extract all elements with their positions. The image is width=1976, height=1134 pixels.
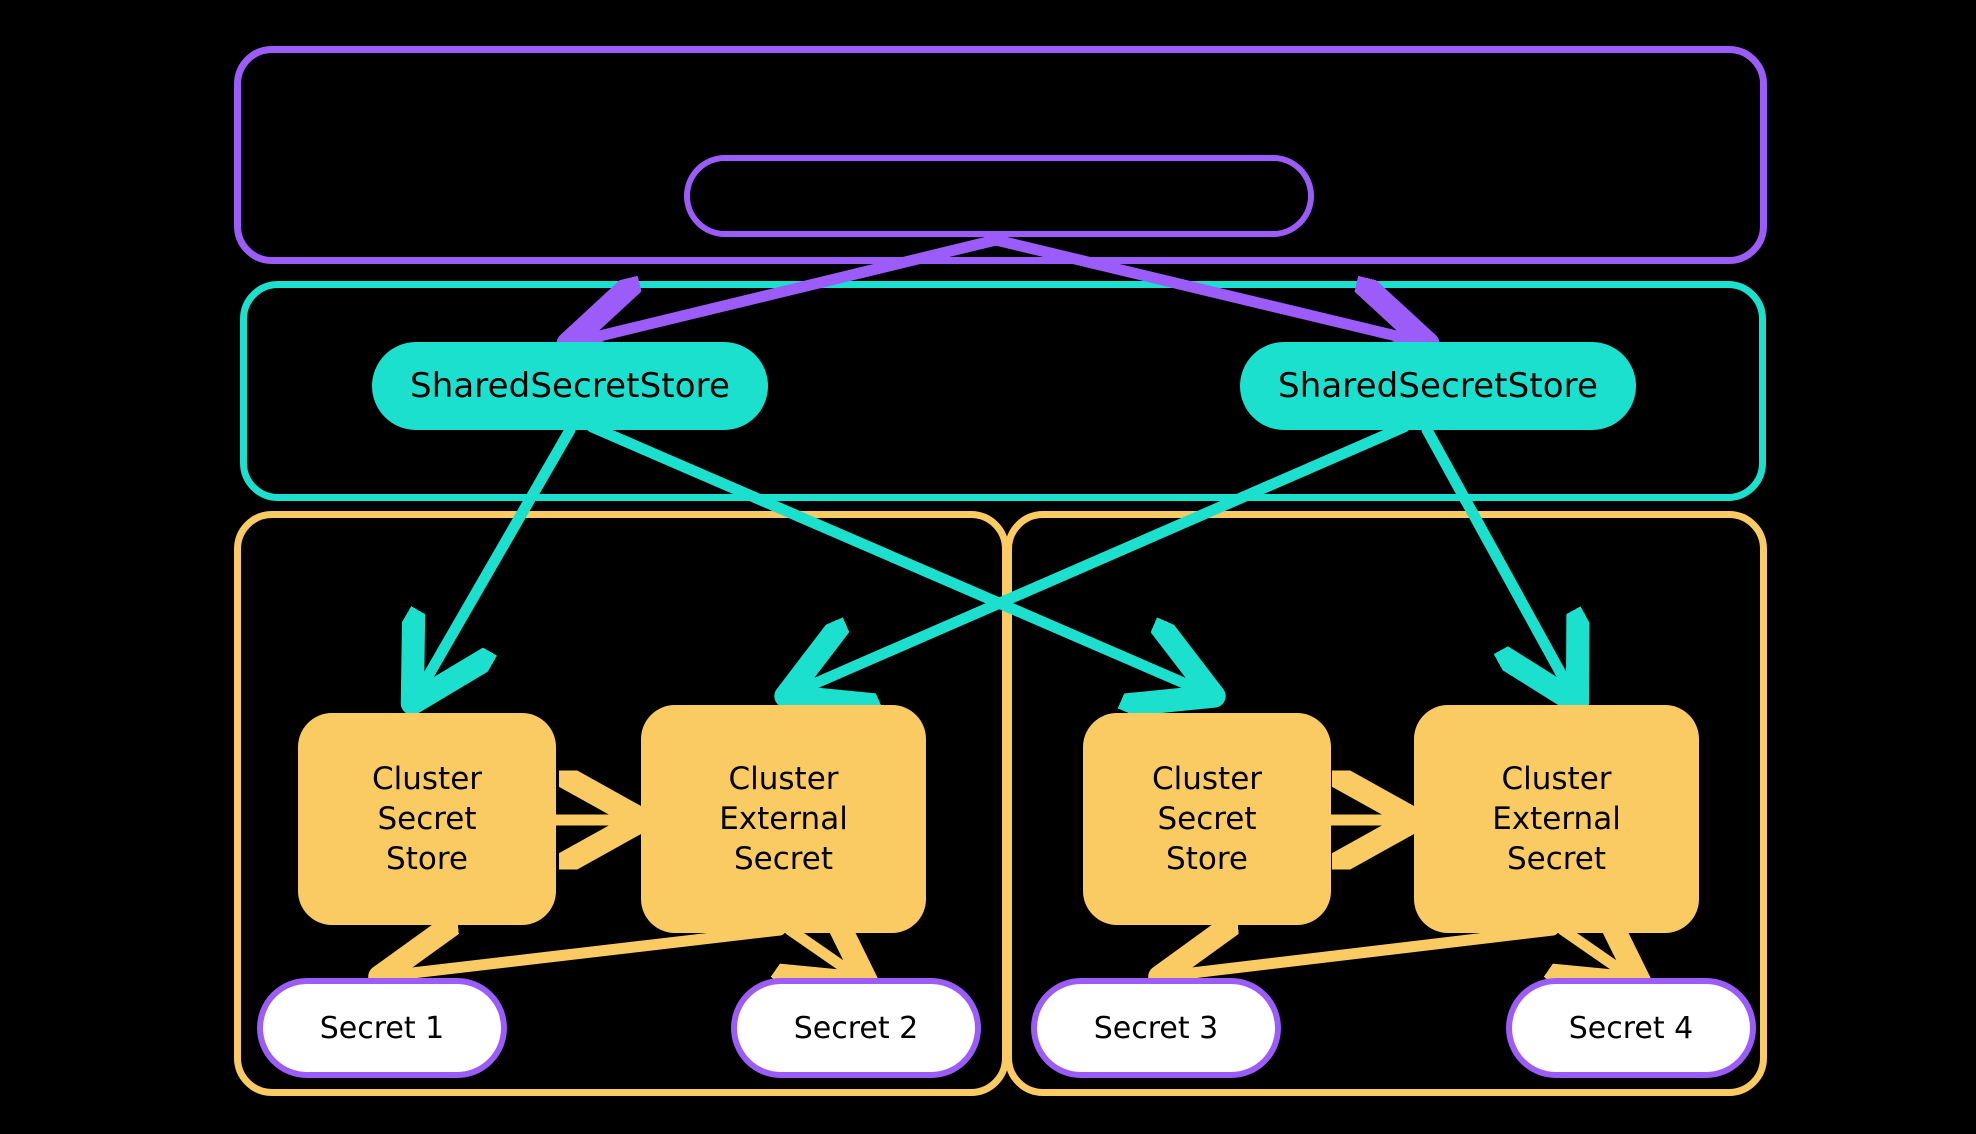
node-secret-1[interactable]: Secret 1 (257, 978, 507, 1078)
node-cluster-secret-store-right[interactable]: Cluster Secret Store (1083, 713, 1331, 925)
node-cluster-external-secret-right[interactable]: Cluster External Secret (1414, 705, 1699, 933)
node-secret-4[interactable]: Secret 4 (1506, 978, 1756, 1078)
node-cluster-secret-store-left[interactable]: Cluster Secret Store (298, 713, 556, 925)
node-cluster-external-secret-left[interactable]: Cluster External Secret (641, 705, 926, 933)
node-secret-2[interactable]: Secret 2 (731, 978, 981, 1078)
node-shared-secret-store-right[interactable]: SharedSecretStore (1240, 342, 1636, 430)
node-shared-secret-store-left[interactable]: SharedSecretStore (372, 342, 768, 430)
node-secret-3[interactable]: Secret 3 (1031, 978, 1281, 1078)
root-node[interactable] (684, 155, 1314, 237)
